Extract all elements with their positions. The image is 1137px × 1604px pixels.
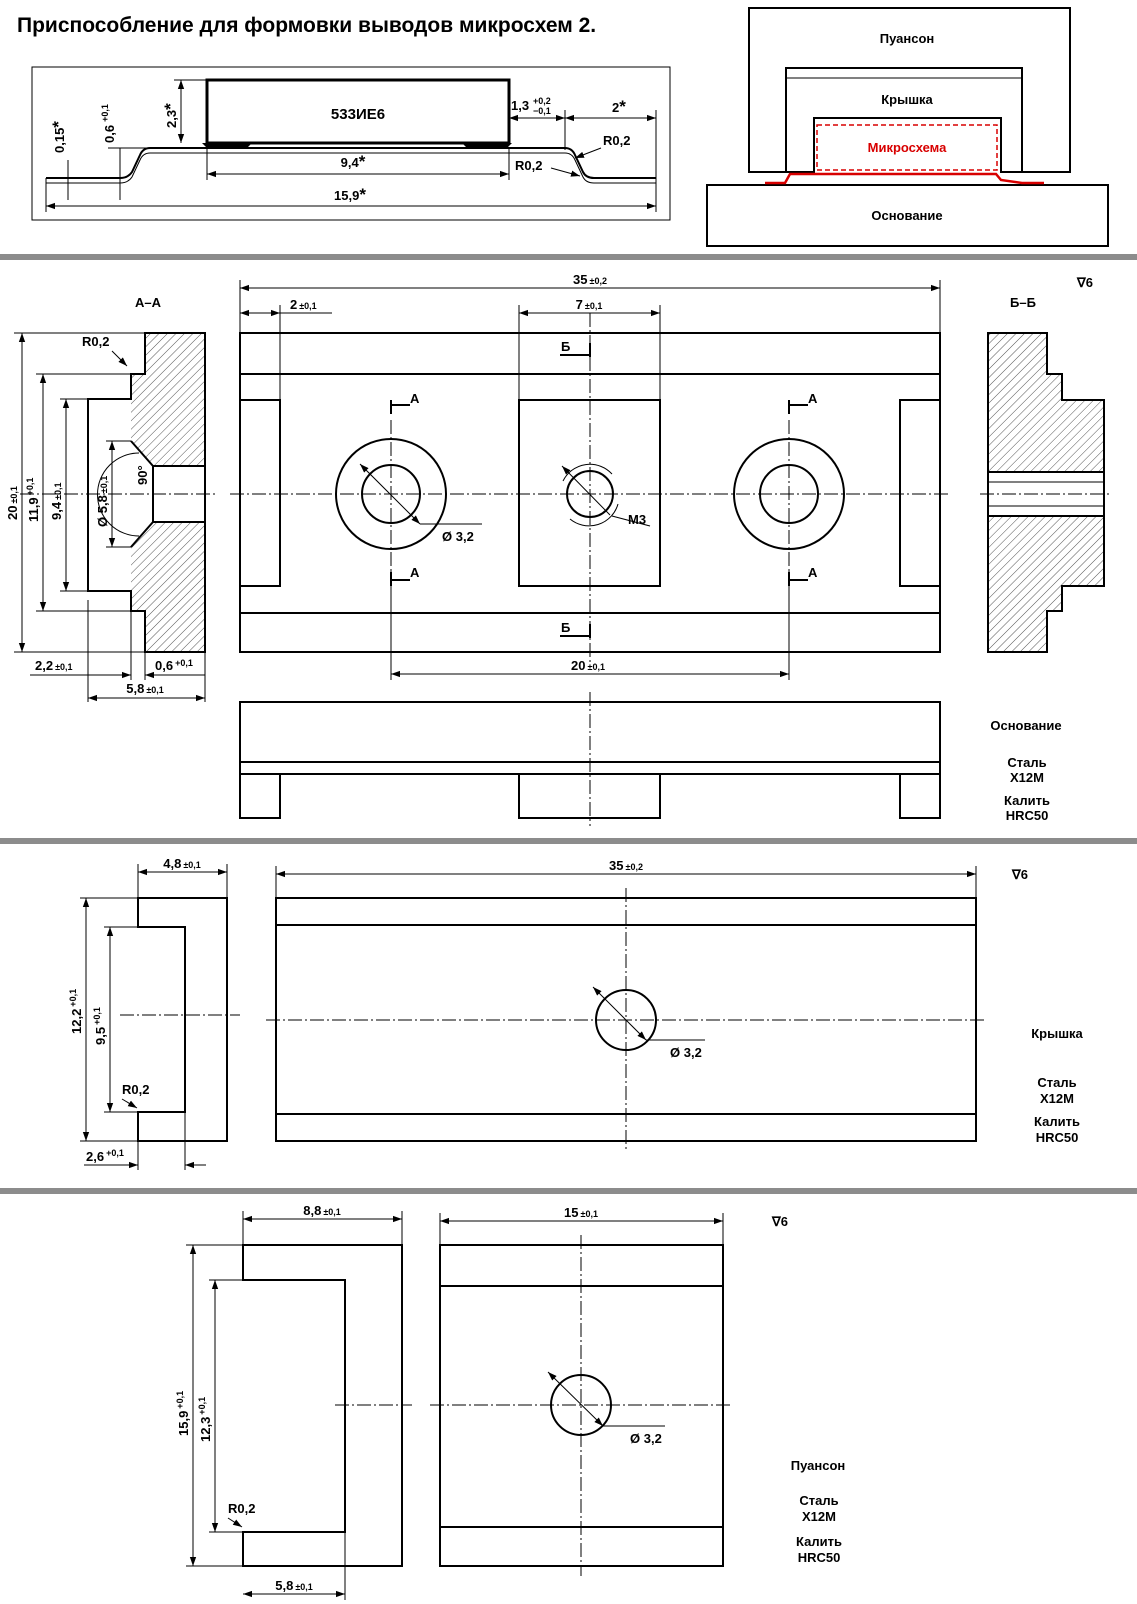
svg-text:HRC50: HRC50 [798, 1550, 841, 1565]
cover-part-drawing: 4,8±0,1 12,2+0,1 9,5+0,1 R0,2 2,6+0,1 Ø … [68, 856, 1084, 1170]
base-dim-lip: 0,6+0,1 [155, 658, 193, 673]
lead-profile-inner [46, 152, 656, 184]
chip-stand-right [462, 143, 512, 148]
svg-text:Б: Б [561, 620, 570, 635]
radius-bottom: R0,2 [515, 158, 542, 173]
assembly-base-label: Основание [871, 208, 942, 223]
dim-total-length: 15,9* [334, 185, 366, 204]
base-dim-hole-spacing: 20±0,1 [571, 658, 605, 673]
dim-body-height: 2,3* [161, 103, 180, 128]
base-hole-label: Ø 3,2 [442, 529, 474, 544]
punch-hole-label: Ø 3,2 [630, 1431, 662, 1446]
base-dim-csk: Ø 5,8±0,1 [95, 476, 110, 527]
chip-stand-left [202, 143, 252, 148]
svg-text:+0,2: +0,2 [533, 96, 551, 106]
svg-text:А: А [808, 565, 818, 580]
punch-roughness: ∇6 [771, 1214, 788, 1229]
assembly-chip [816, 124, 998, 171]
chip-profile-drawing: 533ИЕ6 9,4* 15,9* 0,15* 0,6+0,1 2,3* 1,3… [31, 66, 671, 221]
assembly-cover [785, 67, 1023, 173]
base-thread-label: М3 [628, 512, 646, 527]
cover-dim-length: 35±0,2 [609, 858, 643, 873]
svg-text:Х12М: Х12М [1010, 770, 1044, 785]
base-dim-edge: 2±0,1 [290, 297, 317, 312]
svg-text:А: А [410, 391, 420, 406]
base-left-counterbore [335, 438, 447, 550]
cover-dim-slot: 9,5+0,1 [92, 1007, 108, 1045]
svg-text:Сталь: Сталь [799, 1493, 838, 1508]
base-part-drawing: А–А R0,2 20±0,1 11,9+0,1 9,4±0,1 Ø 5,8±0… [5, 272, 1112, 826]
dim-pitch: 1,3 [511, 98, 529, 113]
section-aa-label: А–А [135, 295, 162, 310]
base-plan-right-slot [899, 399, 941, 587]
base-dim-slot: 11,9+0,1 [25, 478, 41, 522]
base-plan-left-slot [239, 399, 281, 587]
chip-label: 533ИЕ6 [331, 106, 385, 123]
punch-dim-height: 15,9+0,1 [175, 1391, 191, 1436]
cover-dim-height: 12,2+0,1 [68, 989, 84, 1034]
punch-part-drawing: 8,8±0,1 15,9+0,1 12,3+0,1 R0,2 5,8±0,1 Ø… [175, 1203, 845, 1600]
assembly-drawing: Пуансон Крышка Микросхема Основание [706, 7, 1109, 247]
section-bb-label: Б–Б [1010, 295, 1036, 310]
svg-text:Калить: Калить [796, 1534, 842, 1549]
cover-dim-width: 4,8±0,1 [163, 856, 201, 871]
punch-dim-length: 15±0,1 [564, 1205, 598, 1220]
section-bb-outline [987, 332, 1105, 653]
svg-text:Б: Б [561, 339, 570, 354]
svg-text:А: А [808, 391, 818, 406]
svg-text:Х12М: Х12М [802, 1509, 836, 1524]
punch-side-outline [242, 1244, 403, 1567]
base-thread-hole [566, 470, 614, 518]
punch-radius: R0,2 [228, 1501, 255, 1516]
chip-body [205, 78, 511, 145]
assembly-punch-label: Пуансон [880, 31, 935, 46]
radius-top: R0,2 [603, 133, 630, 148]
punch-name: Пуансон [791, 1458, 846, 1473]
base-right-counterbore [733, 438, 845, 550]
svg-text:−0,1: −0,1 [533, 106, 551, 116]
punch-dim-width: 8,8±0,1 [303, 1203, 341, 1218]
cover-name: Крышка [1031, 1026, 1083, 1041]
dim-lead-end: 2* [612, 97, 626, 116]
svg-text:Сталь: Сталь [1007, 755, 1046, 770]
cover-hole-label: Ø 3,2 [670, 1045, 702, 1060]
lead-profile [46, 147, 656, 179]
punch-dim-lip: 5,8±0,1 [275, 1578, 313, 1593]
svg-text:Х12М: Х12М [1040, 1091, 1074, 1106]
cover-radius: R0,2 [122, 1082, 149, 1097]
base-dim-width: 5,8±0,1 [126, 681, 164, 696]
base-dim-length: 35±0,2 [573, 272, 607, 287]
dim-thickness: 0,15* [49, 121, 68, 153]
assembly-leads [765, 172, 1044, 185]
page-title: Приспособление для формовки выводов микр… [17, 14, 597, 37]
svg-text:Калить: Калить [1034, 1114, 1080, 1129]
base-name: Основание [990, 718, 1061, 733]
svg-text:Калить: Калить [1004, 793, 1050, 808]
base-dim-wall: 2,2±0,1 [35, 658, 73, 673]
dim-body-length: 9,4* [341, 152, 366, 171]
svg-text:HRC50: HRC50 [1036, 1130, 1079, 1145]
dim-lead-offset: 0,6+0,1 [100, 104, 117, 143]
cover-roughness: ∇6 [1011, 867, 1028, 882]
assembly-base [706, 184, 1109, 247]
base-right-hole [759, 464, 819, 524]
base-angle: 90° [135, 465, 150, 485]
base-roughness: ∇6 [1076, 275, 1093, 290]
svg-text:Сталь: Сталь [1037, 1075, 1076, 1090]
profile-frame [31, 66, 671, 221]
cover-side-outline [137, 897, 228, 1142]
aa-radius: R0,2 [82, 334, 109, 349]
assembly-cover-label: Крышка [881, 92, 933, 107]
svg-text:HRC50: HRC50 [1006, 808, 1049, 823]
base-dim-recess: 9,4±0,1 [49, 482, 64, 520]
base-dim-center-pad: 7±0,1 [576, 297, 603, 312]
assembly-chip-label: Микросхема [868, 140, 948, 155]
base-dim-height: 20±0,1 [5, 486, 20, 520]
punch-dim-slot: 12,3+0,1 [197, 1397, 213, 1442]
svg-text:А: А [410, 565, 420, 580]
cover-dim-lip: 2,6+0,1 [86, 1148, 124, 1164]
